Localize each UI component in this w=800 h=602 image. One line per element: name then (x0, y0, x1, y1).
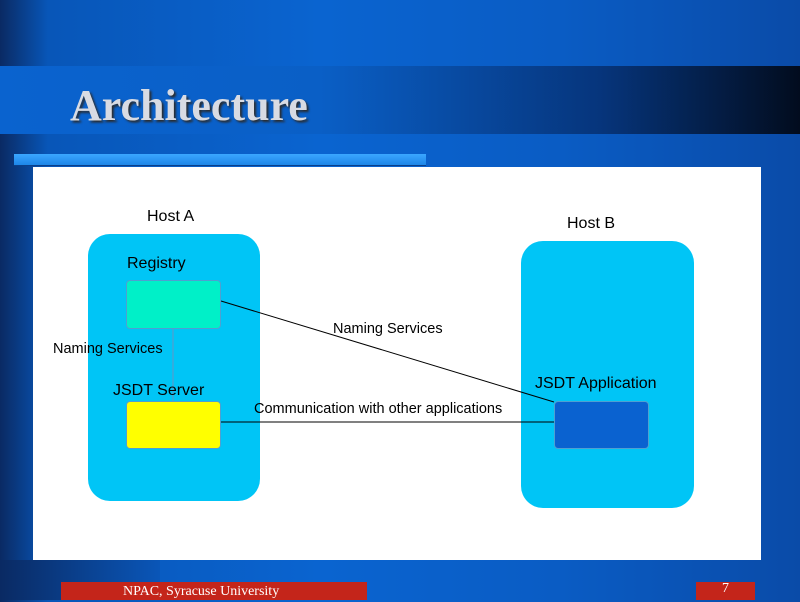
host-a-label: Host A (147, 208, 195, 225)
connector-layer (172, 300, 555, 423)
page-number: 7 (696, 582, 755, 600)
jsdt-server-label: JSDT Server (113, 382, 205, 399)
host-a-container (88, 234, 260, 501)
jsdt-application-label: JSDT Application (535, 375, 657, 392)
communication-link-label: Communication with other applications (254, 401, 503, 417)
naming-services-label: Naming Services (53, 341, 163, 357)
title-band (0, 66, 800, 134)
naming-services-link (220, 300, 555, 403)
host-b-container (521, 241, 694, 508)
slide-title: Architecture (70, 81, 308, 130)
jsdt-application-box (554, 401, 649, 449)
jsdt-server-box (126, 401, 221, 449)
registry-label: Registry (127, 255, 186, 272)
registry-box (126, 280, 221, 329)
title-underline (14, 154, 426, 166)
footer-institution: NPAC, Syracuse University (61, 582, 367, 600)
host-b-label: Host B (567, 215, 616, 232)
diagram-canvas: Host A Host B Registry Naming Services N… (33, 167, 761, 560)
naming-services-link-label: Naming Services (333, 321, 443, 337)
